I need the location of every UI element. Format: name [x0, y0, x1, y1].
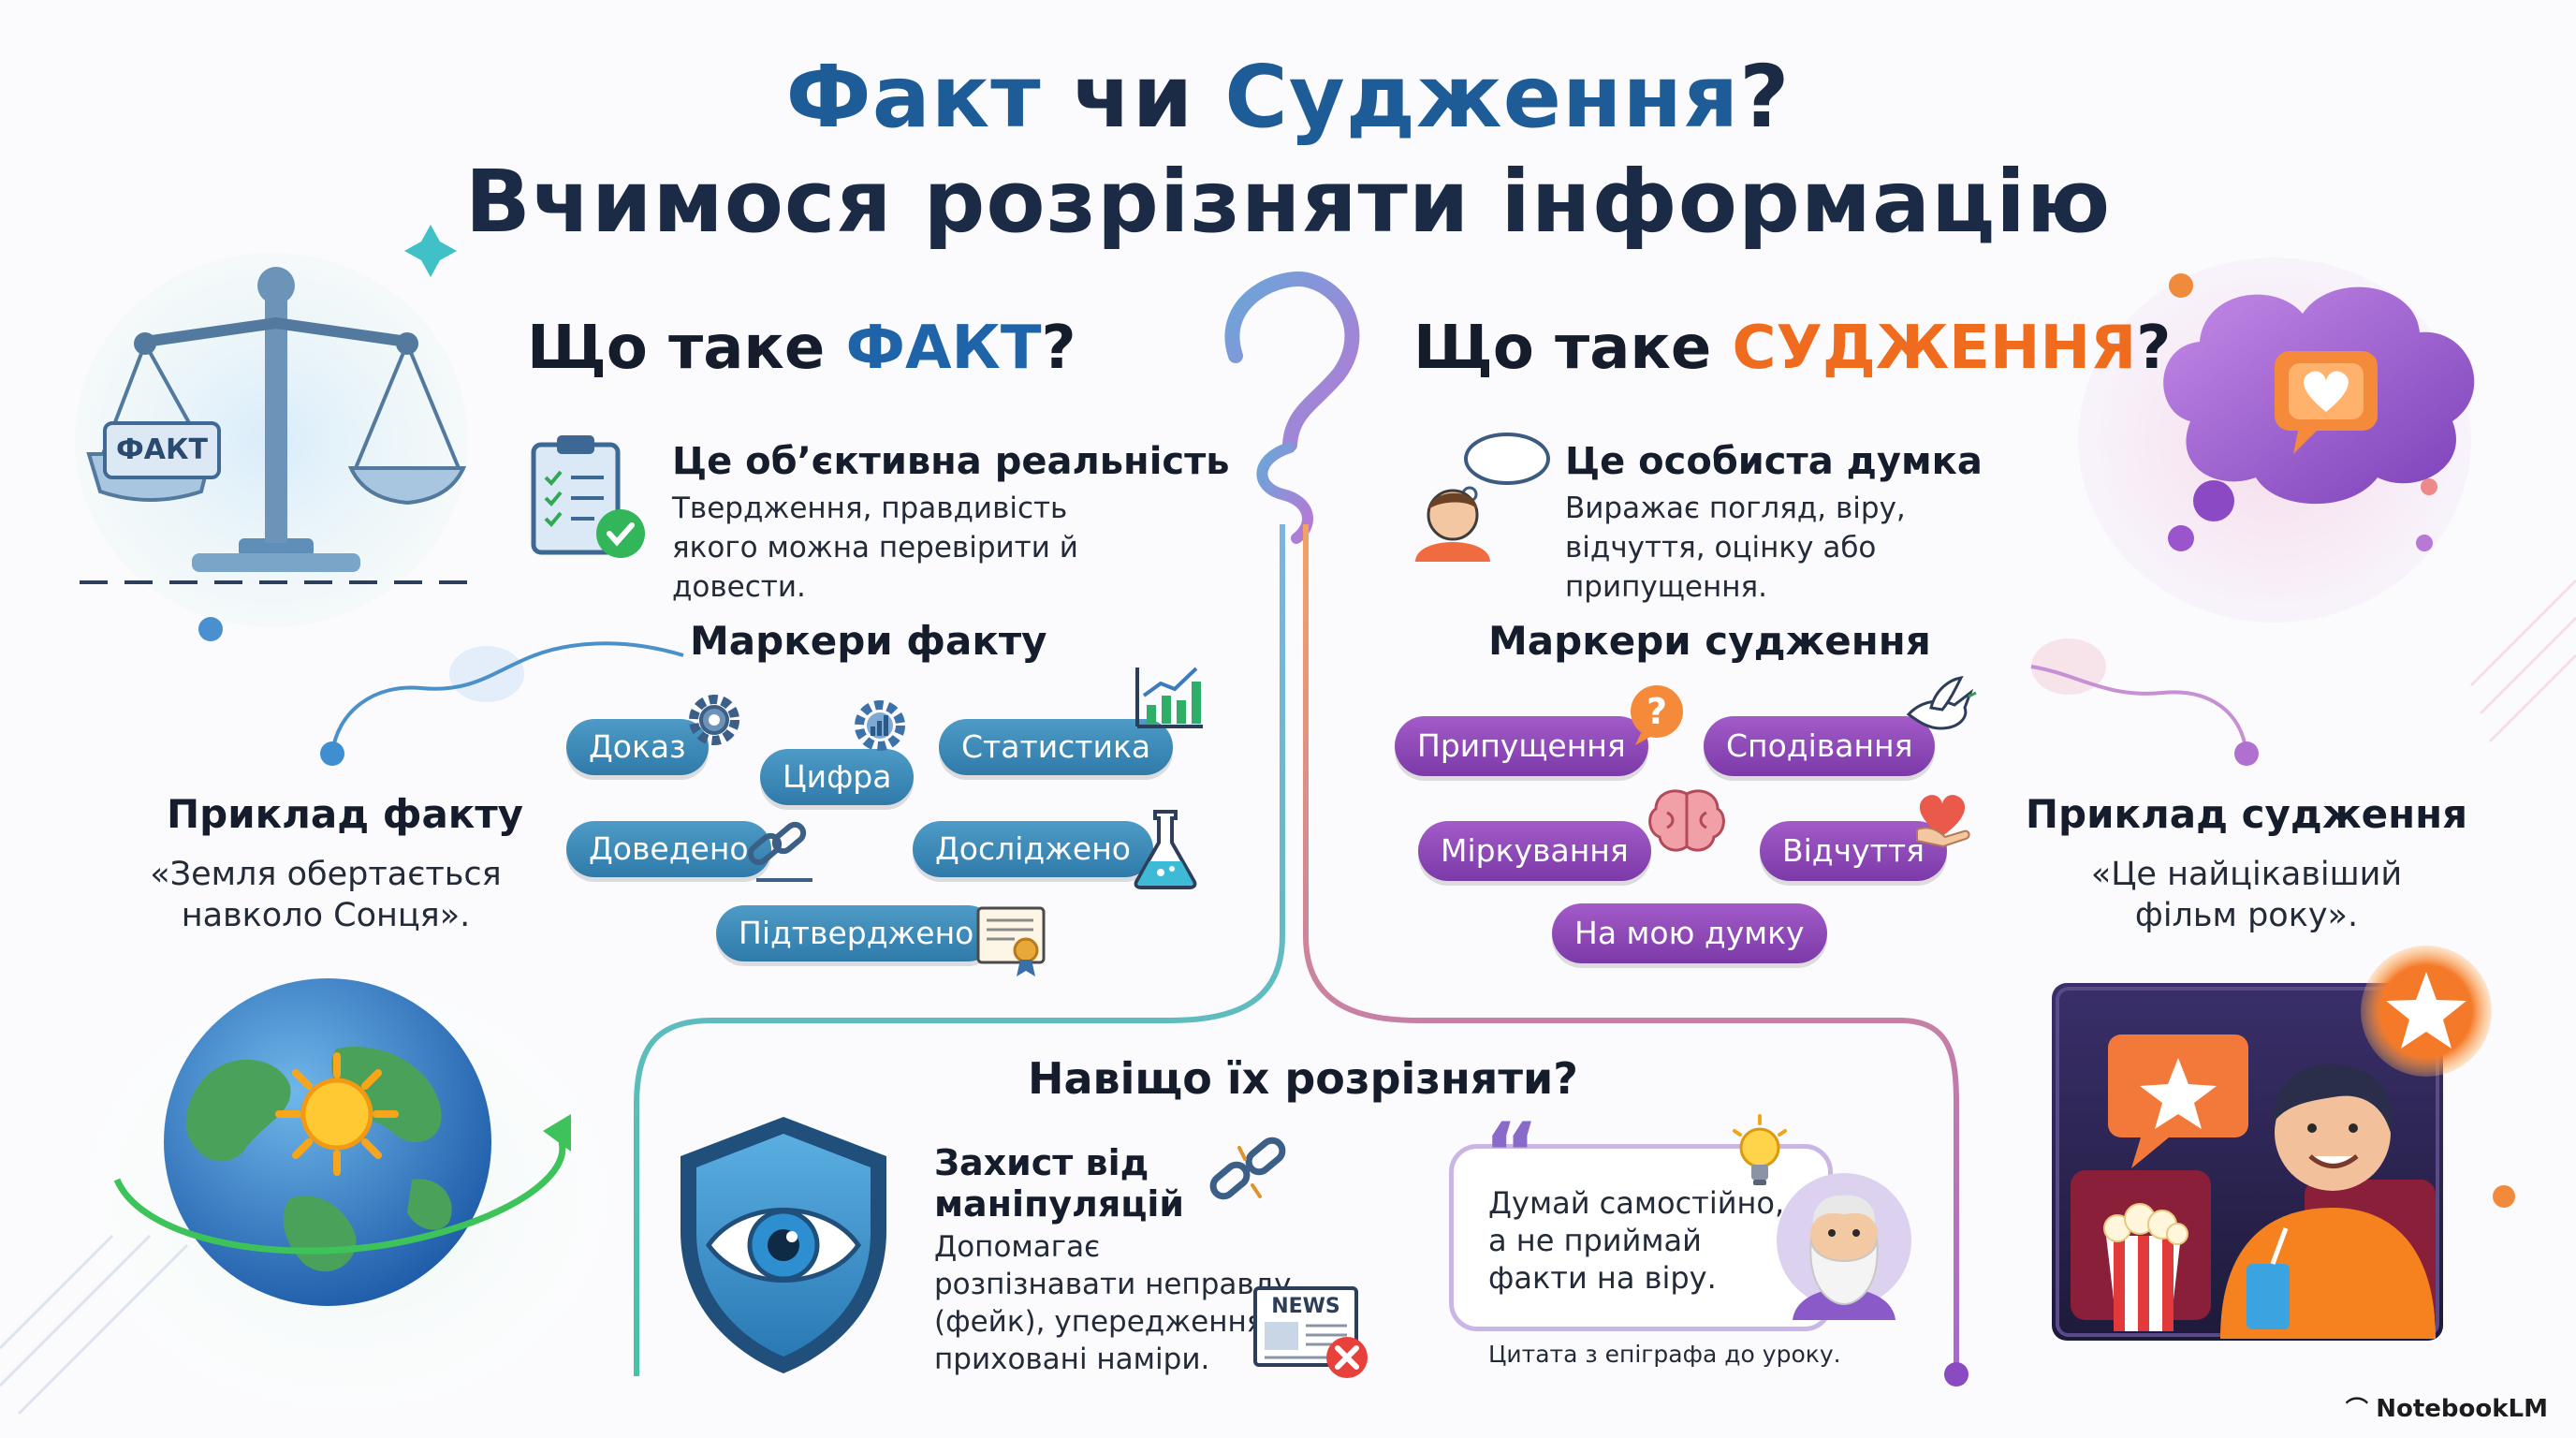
fact-example-heading: Приклад факту — [167, 791, 524, 837]
decor-dot — [2493, 1185, 2515, 1208]
right-squiggle-dot — [2234, 741, 2259, 766]
fact-marker-pill: Доведено — [566, 821, 771, 877]
opinion-marker-pill: Міркування — [1418, 821, 1651, 881]
fact-example-line: «Земля обертається — [150, 856, 502, 893]
brand-label: ⌒ NotebookLM — [2345, 1395, 2548, 1423]
svg-text:?: ? — [1647, 691, 1667, 732]
thought-cloud-heart-icon — [2163, 286, 2475, 551]
opinion-markers-heading: Маркери судження — [1488, 618, 1931, 664]
title-fact-word: Факт — [785, 47, 1042, 147]
connector-end-dot — [1944, 1362, 1969, 1387]
opinion-connector-line — [1303, 524, 1959, 1367]
fact-example-line: навколо Сонця». — [181, 897, 471, 934]
fact-example-text: «Земля обертається навколо Сонця». — [139, 854, 513, 936]
gear-icon — [855, 700, 905, 751]
quote-text: Думай самостійно, а не приймай факти на … — [1488, 1185, 1785, 1296]
opinion-marker-pill: Сподівання — [1704, 716, 1936, 776]
corner-lines-right — [2469, 579, 2576, 743]
fact-heading-accent: ФАКТ — [845, 314, 1042, 383]
gear-icon — [689, 695, 739, 745]
why-heading: Навіщо їх розрізняти? — [1028, 1053, 1578, 1104]
certificate-icon — [976, 906, 1046, 976]
news-label: NEWS — [1271, 1295, 1340, 1318]
fact-heading: Що таке ФАКТ? — [527, 314, 1076, 383]
opinion-heading: Що таке СУДЖЕННЯ? — [1413, 314, 2172, 383]
scale-label: ФАКТ — [103, 421, 221, 479]
fact-markers-heading: Маркери факту — [690, 618, 1047, 664]
quote-caption: Цитата з епіграфа до уроку. — [1488, 1341, 1841, 1368]
chain-icon — [747, 821, 812, 882]
shield-eye-icon — [681, 1117, 886, 1373]
opinion-example-text: «Це найцікавіший фільм року». — [2059, 854, 2434, 936]
question-bubble-icon: ? — [1631, 685, 1683, 745]
protection-text: Допомагає розпізнавати неправду (фейк), … — [934, 1230, 1309, 1376]
left-bubble — [449, 646, 524, 702]
quote-card — [1449, 1144, 1833, 1331]
fact-marker-pill: Підтверджено — [716, 905, 997, 961]
clipboard-check-icon — [531, 435, 645, 558]
opinion-example-line: фільм року». — [2134, 897, 2359, 934]
decor-dot — [2421, 478, 2437, 495]
decor-dot — [2416, 535, 2433, 551]
opinion-marker-pill: Припущення — [1395, 716, 1648, 776]
opinion-marker-pill: Відчуття — [1760, 821, 1947, 881]
quote-mark-icon: “ — [1484, 1105, 1540, 1203]
opinion-example-line: «Це найцікавіший — [2090, 856, 2403, 893]
question-mark-icon — [1224, 271, 1360, 544]
title-question: ? — [1739, 47, 1791, 147]
earth-sun-icon — [113, 978, 571, 1306]
sparkle-icon — [404, 225, 457, 277]
left-squiggle — [330, 641, 684, 755]
left-squiggle-dot — [320, 741, 344, 766]
right-squiggle — [2030, 665, 2248, 755]
fact-connector-line — [634, 524, 1285, 1376]
news-error-icon: NEWS — [1253, 1286, 1368, 1378]
opinion-definition-title: Це особиста думка — [1565, 440, 1983, 483]
opinion-marker-pill: На мою думку — [1552, 903, 1827, 963]
scale-icon — [86, 267, 467, 572]
broken-chain-icon — [1209, 1137, 1286, 1200]
fact-marker-pill: Статистика — [939, 719, 1174, 775]
brand-icon: ⌒ — [2345, 1396, 2377, 1422]
cinema-viewer-icon — [2052, 983, 2443, 1341]
fact-marker-pill: Цифра — [760, 749, 915, 805]
title-opinion-word: Судження — [1224, 47, 1740, 147]
fact-marker-pill: Доказ — [566, 719, 709, 775]
fact-definition-title: Це об’єктивна реальність — [672, 440, 1230, 483]
dove-icon — [1906, 676, 1977, 730]
sage-icon — [1777, 1173, 1911, 1320]
bar-chart-icon — [1135, 667, 1203, 728]
right-bubble — [2031, 638, 2106, 695]
decor-dot — [198, 617, 223, 641]
opinion-heading-accent: СУДЖЕННЯ — [1732, 314, 2137, 383]
fact-marker-pill: Досліджено — [913, 821, 1153, 877]
fact-definition-text: Твердження, правдивість якого можна пере… — [672, 492, 1078, 604]
lightbulb-icon — [1733, 1114, 1787, 1185]
person-thought-icon — [1415, 433, 1550, 562]
title-connector: чи — [1041, 47, 1225, 147]
opinion-definition-text: Виражає погляд, віру, відчуття, оцінку а… — [1565, 492, 1906, 604]
page-subtitle: Вчимося розрізняти інформацію — [464, 152, 2112, 252]
protection-title: Захист від маніпуляцій — [934, 1142, 1185, 1225]
decor-dot — [2169, 273, 2193, 298]
opinion-example-heading: Приклад судження — [2025, 791, 2468, 837]
heart-hand-icon — [1916, 795, 1970, 848]
corner-lines-left — [0, 1234, 189, 1416]
page-title: Факт чи Судження? — [0, 47, 2576, 147]
sun-icon — [275, 1052, 399, 1176]
star-badge-icon — [2361, 946, 2492, 1077]
flask-icon — [1134, 810, 1197, 889]
brain-icon — [1648, 789, 1725, 852]
